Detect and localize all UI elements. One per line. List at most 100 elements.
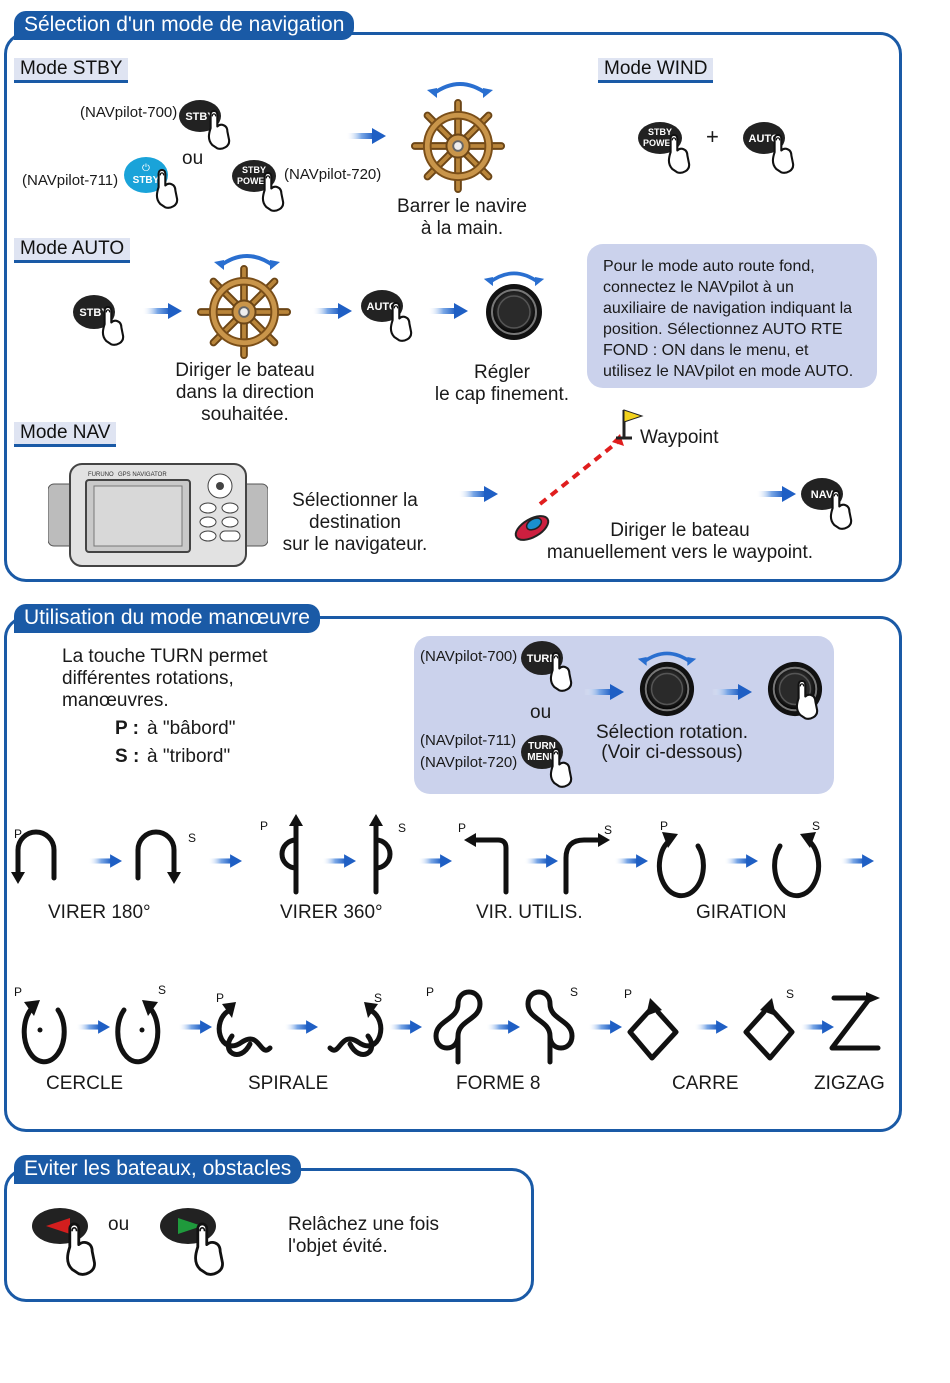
nav-caption1-3: sur le navigateur. bbox=[282, 534, 428, 555]
port-key[interactable] bbox=[30, 1206, 110, 1278]
pattern-label: GIRATION bbox=[696, 902, 787, 923]
pattern-label: VIR. UTILIS. bbox=[476, 902, 583, 923]
turn-info-box bbox=[414, 636, 834, 794]
arrow-icon bbox=[840, 854, 874, 868]
waypoint-label: Waypoint bbox=[640, 427, 719, 448]
s-label: S bbox=[374, 991, 382, 1005]
p-label: P bbox=[14, 985, 22, 999]
avoid-or: ou bbox=[108, 1214, 130, 1235]
info-line: FOND : ON dans le menu, et bbox=[603, 342, 809, 359]
maneuver-section-title: Utilisation du mode manœuvre bbox=[14, 604, 320, 633]
arrow-icon bbox=[142, 303, 182, 319]
info-line: position. Sélectionnez AUTO RTE bbox=[603, 321, 843, 338]
arrow-icon bbox=[312, 303, 352, 319]
dial-press-icon[interactable] bbox=[766, 660, 830, 727]
stby-power-key-720[interactable]: STBY POWER bbox=[230, 158, 290, 214]
steering-wheel-icon bbox=[196, 264, 292, 365]
device-name: GPS NAVIGATOR bbox=[118, 472, 167, 478]
auto-stby-key[interactable]: STBY bbox=[72, 292, 134, 348]
wind-mode-title: Mode WIND bbox=[598, 58, 714, 83]
info-line: Pour le mode auto route fond, bbox=[603, 258, 815, 275]
arrow-icon bbox=[614, 854, 648, 868]
steering-wheel-icon bbox=[410, 98, 506, 199]
arrow-icon bbox=[346, 128, 386, 144]
auto-key-label: AUTO bbox=[367, 301, 398, 313]
pattern-label: CARRE bbox=[672, 1073, 739, 1094]
port-arrow-icon bbox=[46, 1218, 70, 1234]
auto-key[interactable]: AUTO bbox=[360, 288, 422, 344]
stby-or: ou bbox=[182, 148, 204, 169]
arrow-icon bbox=[524, 854, 558, 868]
wind-plus: + bbox=[706, 124, 719, 149]
turn-select-1: Sélection rotation. bbox=[595, 722, 749, 743]
pattern-row-1: P S P S P S P S bbox=[11, 814, 822, 899]
turn-model-720: (NAVpilot-720) bbox=[420, 754, 518, 771]
arrow-icon bbox=[800, 1020, 834, 1034]
stby-model-700: (NAVpilot-700) bbox=[80, 104, 178, 121]
turn-key-700[interactable]: TURN bbox=[520, 638, 582, 694]
arrow-icon bbox=[584, 684, 624, 700]
info-line: auxiliaire de navigation indiquant la bbox=[603, 300, 853, 317]
navigation-section-title: Sélection d'un mode de navigation bbox=[14, 11, 355, 40]
p-key-label: P : bbox=[115, 718, 139, 739]
gps-navigator-device: FURUNO GPS NAVIGATOR bbox=[47, 462, 269, 572]
nav-caption1-2: destination bbox=[309, 512, 401, 533]
wind-auto-key[interactable]: AUTO bbox=[742, 120, 804, 176]
auto-caption1-2: dans la direction bbox=[175, 382, 315, 403]
arrow-icon bbox=[694, 1020, 728, 1034]
stby-caption-1: Barrer le navire bbox=[397, 196, 527, 217]
p-label: P bbox=[624, 987, 632, 1001]
arrow-icon bbox=[486, 1020, 520, 1034]
wind-stby-power-label-2: POWER bbox=[643, 138, 678, 148]
info-line: connectez le NAVpilot à un bbox=[603, 279, 794, 296]
arrow-icon bbox=[588, 1020, 622, 1034]
wind-stby-power-key[interactable]: STBY POWER bbox=[636, 120, 698, 176]
turn-key-700-label: TURN bbox=[527, 653, 558, 665]
stby-caption-2: à la main. bbox=[420, 218, 504, 239]
auto-stby-label: STBY bbox=[79, 307, 109, 319]
stby-key-711[interactable]: ⏻ STBY bbox=[122, 155, 184, 211]
nav-caption2-2: manuellement vers le waypoint. bbox=[546, 542, 814, 563]
avoid-text-2: l'objet évité. bbox=[288, 1236, 388, 1257]
stby-power-key-720-label-2: POWER bbox=[237, 176, 272, 186]
nav-key[interactable]: NAV bbox=[800, 476, 862, 532]
pattern-label: ZIGZAG bbox=[814, 1073, 885, 1094]
info-line: utilisez le NAVpilot en mode AUTO. bbox=[603, 363, 854, 380]
wind-stby-power-label-1: STBY bbox=[648, 127, 672, 137]
stby-mode-title: Mode STBY bbox=[14, 58, 129, 83]
stby-model-711: (NAVpilot-711) bbox=[22, 172, 119, 189]
starboard-key[interactable] bbox=[158, 1206, 238, 1278]
turn-model-700: (NAVpilot-700) bbox=[420, 648, 518, 665]
s-label: S bbox=[398, 821, 406, 835]
dial-knob-icon[interactable] bbox=[484, 282, 544, 347]
arrow-icon bbox=[88, 854, 122, 868]
stby-power-key-720-label-1: STBY bbox=[242, 165, 266, 175]
turn-model-711: (NAVpilot-711) bbox=[420, 732, 517, 749]
turn-select-2: (Voir ci-dessous) bbox=[601, 742, 743, 763]
s-key-text: à "tribord" bbox=[147, 746, 231, 767]
stby-model-720: (NAVpilot-720) bbox=[284, 166, 382, 183]
stby-key-700[interactable]: STBY bbox=[178, 98, 238, 152]
waypoint-route bbox=[514, 409, 644, 541]
s-label: S bbox=[188, 831, 196, 845]
stby-key-711-label: STBY bbox=[133, 175, 160, 186]
maneuver-desc-3: manœuvres. bbox=[62, 690, 169, 711]
boat-icon bbox=[514, 515, 550, 541]
pattern-label: SPIRALE bbox=[248, 1073, 329, 1094]
nav-caption2-1: Diriger le bateau bbox=[610, 520, 750, 541]
nav-mode-title: Mode NAV bbox=[14, 422, 117, 447]
device-brand: FURUNO bbox=[88, 472, 114, 478]
s-label: S bbox=[812, 819, 820, 833]
s-label: S bbox=[604, 823, 612, 837]
pattern-label: VIRER 180° bbox=[48, 902, 151, 923]
pattern-label: CERCLE bbox=[46, 1073, 124, 1094]
arrow-icon bbox=[712, 684, 752, 700]
p-label: P bbox=[458, 821, 466, 835]
p-label: P bbox=[426, 985, 434, 999]
turn-menu-key[interactable]: TURN MENU bbox=[520, 732, 582, 790]
s-label: S bbox=[570, 985, 578, 999]
avoid-text-1: Relâchez une fois bbox=[288, 1214, 440, 1235]
auto-info-box: Pour le mode auto route fond, connectez … bbox=[587, 244, 877, 388]
dial-knob-icon[interactable] bbox=[638, 660, 696, 723]
stby-key-700-label: STBY bbox=[185, 111, 215, 123]
